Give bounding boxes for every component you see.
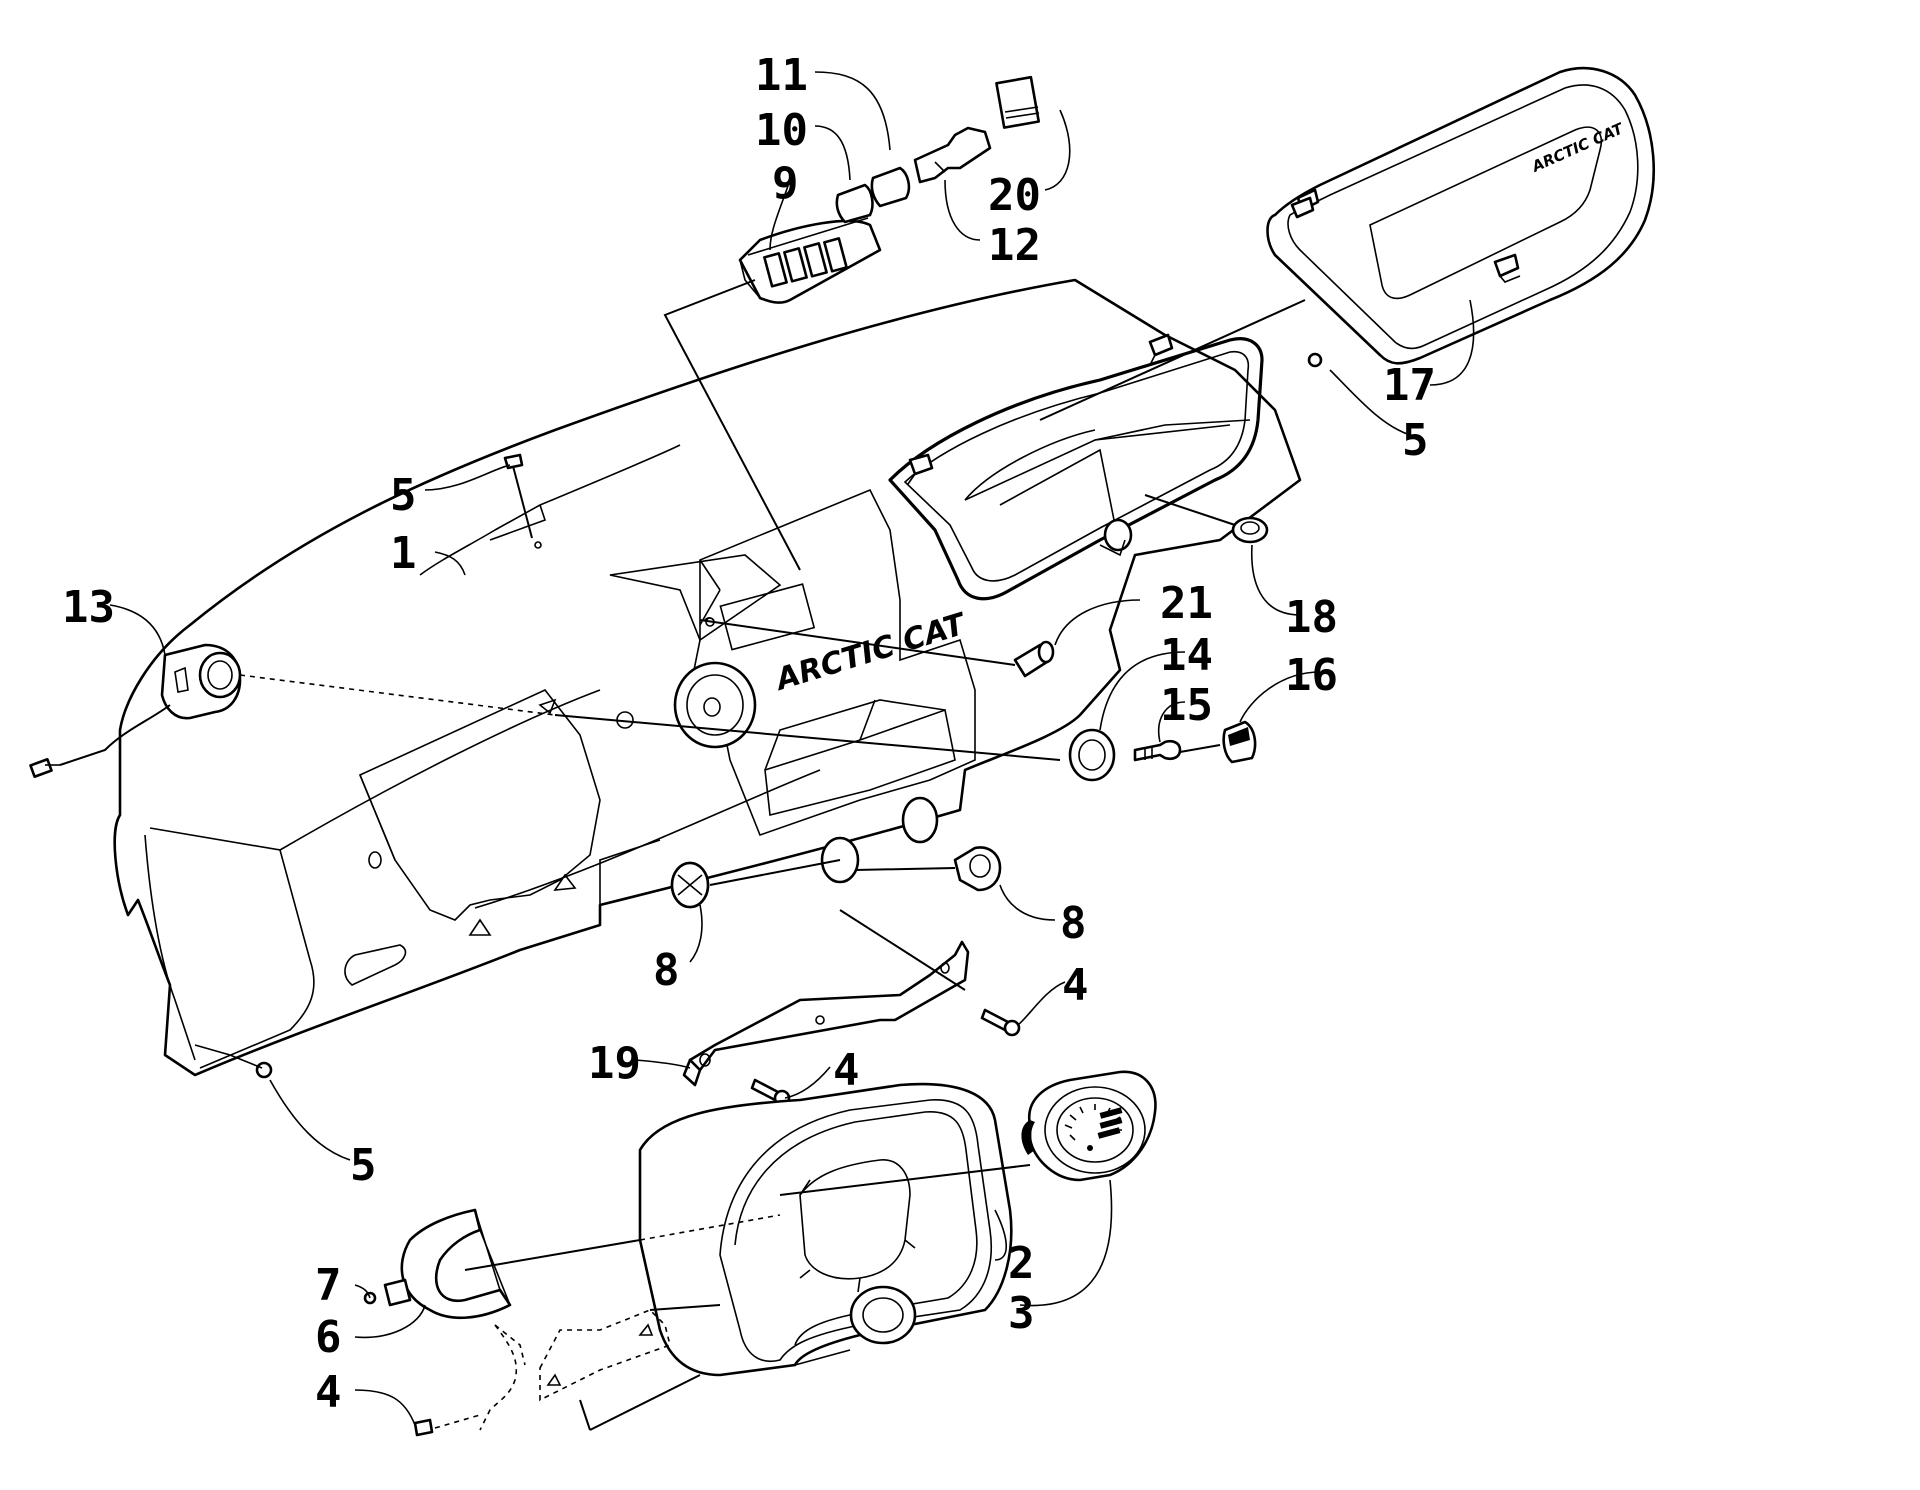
gauge-housing [638, 1082, 1013, 1377]
callout-1: 1 [390, 528, 417, 579]
socket-8-left [670, 861, 710, 909]
callout-4-bracket: 4 [833, 1045, 860, 1096]
ignition-key [1133, 739, 1182, 762]
knob-16 [1222, 720, 1257, 764]
screw-4-right [980, 1008, 1021, 1037]
callout-11: 11 [755, 50, 808, 101]
switch-panel [738, 217, 882, 304]
callout-16: 16 [1285, 650, 1338, 701]
callout-2: 2 [1008, 1238, 1035, 1289]
bracket-19 [682, 940, 970, 1087]
ignition-switch [29, 643, 242, 779]
connector-20 [995, 75, 1041, 129]
callout-3: 3 [1008, 1288, 1035, 1339]
switch-12 [913, 126, 992, 184]
callout-6: 6 [315, 1312, 342, 1363]
lower-mount [479, 1304, 721, 1431]
callout-9: 9 [772, 158, 799, 209]
callout-15: 15 [1160, 680, 1213, 731]
callout-5-right: 5 [1402, 415, 1429, 466]
ignition-bezel [1068, 728, 1116, 782]
dashboard-panel [113, 278, 1302, 1077]
callout-14: 14 [1160, 630, 1213, 681]
callout-21: 21 [1160, 578, 1213, 629]
callout-19: 19 [588, 1038, 641, 1089]
socket-8-right [953, 846, 1002, 892]
screw-5-right [1307, 352, 1323, 368]
callouts: 11 10 9 20 12 17 5 5 1 13 21 14 18 15 16… [62, 50, 1436, 1418]
callout-4-bottom: 4 [315, 1367, 342, 1418]
bezel-cup-6 [383, 1208, 512, 1320]
pin-21 [1013, 640, 1055, 678]
instrument-cover [1266, 66, 1655, 365]
callout-12: 12 [988, 220, 1041, 271]
callout-13: 13 [62, 582, 115, 633]
callout-5-top: 5 [390, 470, 417, 521]
callout-5-bottom: 5 [350, 1140, 377, 1191]
speedometer [1021, 1070, 1157, 1182]
callout-7: 7 [315, 1260, 342, 1311]
callout-17: 17 [1383, 360, 1436, 411]
callout-8-left: 8 [653, 945, 680, 996]
callout-8-right: 8 [1060, 898, 1087, 949]
switch-cap-11 [870, 166, 911, 208]
switch-cap-10 [835, 183, 874, 224]
callout-10: 10 [755, 105, 808, 156]
callout-4-right: 4 [1062, 960, 1089, 1011]
plug-18 [1231, 516, 1269, 544]
screw-4-bottom [413, 1414, 481, 1437]
screw-5-bottom [194, 1044, 273, 1079]
leader-lines [109, 71, 1475, 1426]
callout-20: 20 [988, 170, 1041, 221]
callout-18: 18 [1285, 592, 1338, 643]
